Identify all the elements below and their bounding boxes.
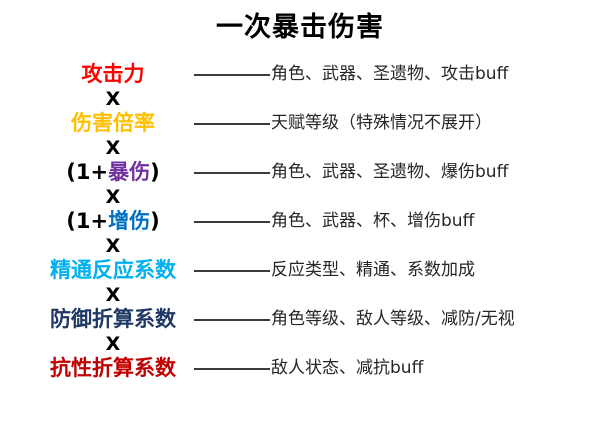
connector-line [194, 220, 270, 223]
factor-label-part: 精通反应系数 [50, 258, 176, 282]
connector-line [194, 367, 270, 370]
connector-line [194, 171, 270, 174]
factor-label-part: 伤害倍率 [71, 111, 155, 135]
multiply-symbol: X [105, 186, 121, 208]
multiply-symbol: X [105, 235, 121, 257]
page-title: 一次暴击伤害 [216, 12, 384, 43]
multiply-row: X [0, 235, 600, 257]
factor-description: 角色、武器、圣遗物、爆伤buff [271, 162, 509, 182]
factor-label-part: 暴伤 [108, 160, 151, 184]
connector-line [194, 318, 270, 321]
factor-label: 精通反应系数 [32, 257, 194, 284]
connector-line [194, 122, 270, 125]
multiply-symbol: X [105, 284, 121, 306]
factor-description: 角色、武器、圣遗物、攻击buff [271, 64, 509, 84]
factor-label: 攻击力 [32, 61, 194, 88]
multiply-symbol: X [105, 137, 121, 159]
factor-label: (1+增伤) [32, 208, 194, 235]
factor-label-part: ) [150, 160, 160, 184]
formula-row: 防御折算系数 角色等级、敌人等级、减防/无视 [0, 306, 600, 333]
multiply-row: X [0, 284, 600, 306]
formula-row: 抗性折算系数 敌人状态、减抗buff [0, 355, 600, 382]
factor-label-part: 增伤 [108, 209, 151, 233]
factor-label-part: ) [150, 209, 160, 233]
formula-row: (1+增伤) 角色、武器、杯、增伤buff [0, 208, 600, 235]
formula-row: 攻击力 角色、武器、圣遗物、攻击buff [0, 61, 600, 88]
factor-label-part: 抗性折算系数 [50, 356, 176, 380]
multiply-row: X [0, 137, 600, 159]
factor-label: 抗性折算系数 [32, 355, 194, 382]
factor-description: 角色、武器、杯、增伤buff [271, 211, 475, 231]
formula-row: 伤害倍率 天赋等级（特殊情况不展开） [0, 110, 600, 137]
factor-label-part: 防御折算系数 [50, 307, 176, 331]
formula-row: 精通反应系数 反应类型、精通、系数加成 [0, 257, 600, 284]
connector-line [194, 269, 270, 272]
factor-label-part: 攻击力 [81, 62, 145, 86]
formula-row: (1+暴伤) 角色、武器、圣遗物、爆伤buff [0, 159, 600, 186]
factor-description: 角色等级、敌人等级、减防/无视 [271, 309, 515, 329]
factor-label-part: (1+ [66, 160, 109, 184]
factor-description: 天赋等级（特殊情况不展开） [271, 113, 492, 133]
factor-label: (1+暴伤) [32, 159, 194, 186]
factor-label: 伤害倍率 [32, 110, 194, 137]
multiply-row: X [0, 333, 600, 355]
factor-label-part: (1+ [66, 209, 109, 233]
multiply-symbol: X [105, 88, 121, 110]
factor-label: 防御折算系数 [32, 306, 194, 333]
factor-description: 敌人状态、减抗buff [271, 358, 424, 378]
connector-line [194, 73, 270, 76]
multiply-row: X [0, 186, 600, 208]
factor-description: 反应类型、精通、系数加成 [271, 260, 475, 280]
multiply-row: X [0, 88, 600, 110]
formula-rows: 攻击力 角色、武器、圣遗物、攻击buff X 伤害倍率 天赋等级（特殊情况不展开… [0, 61, 600, 382]
multiply-symbol: X [105, 333, 121, 355]
